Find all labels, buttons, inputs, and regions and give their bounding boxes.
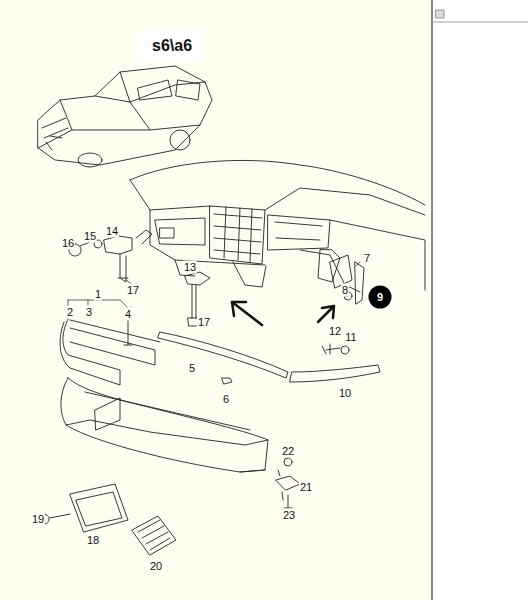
callout-number: 1: [94, 288, 102, 301]
trim-strips: [290, 365, 380, 382]
pointer-arrow: [232, 302, 334, 325]
small-parts: [76, 492, 122, 526]
diagram-title: s6\a6: [140, 30, 204, 62]
bracket-assembly: [136, 230, 152, 244]
car-view: [42, 118, 68, 138]
callout-number: 10: [338, 387, 352, 400]
callout-number: 18: [86, 534, 100, 547]
callout-number: 19: [31, 513, 45, 526]
vehicle-front: [130, 160, 425, 205]
callout-number: 9: [377, 292, 383, 303]
vehicle-front: [300, 250, 360, 292]
vehicle-front: [130, 160, 425, 292]
car-view: [170, 130, 190, 150]
bumper-cover: [95, 398, 120, 430]
callout-number: 17: [197, 316, 211, 329]
callout-number: 11: [344, 331, 357, 344]
callout-number: 15: [83, 230, 97, 243]
small-parts: [284, 458, 292, 466]
callout-number: 20: [149, 560, 163, 573]
callout-circle: 9: [368, 285, 392, 309]
callout-number: 22: [281, 445, 295, 458]
vehicle-front: [265, 188, 425, 215]
small-parts: [132, 516, 176, 555]
bumper-beam: [60, 315, 120, 385]
callout-number: 3: [85, 306, 93, 319]
vehicle-front: [268, 215, 330, 250]
bracket-assembly: [322, 344, 340, 354]
small-parts: [276, 476, 300, 490]
callout-number: 5: [188, 362, 196, 375]
bracket-assembly: [104, 236, 132, 254]
small-parts: [138, 520, 170, 550]
pointer-arrow: [322, 306, 334, 318]
callout-number: 4: [124, 308, 132, 321]
sheet-border: [431, 0, 433, 600]
sheet-ground: [0, 0, 432, 600]
bracket-assembly: [341, 346, 349, 354]
callout-number: 13: [183, 261, 197, 274]
callout-number: 2: [66, 306, 74, 319]
pointer-arrow: [232, 302, 246, 316]
callout-number: 12: [328, 325, 342, 338]
bracket-assembly: [185, 272, 210, 285]
trim-strips: [222, 378, 232, 384]
callout-number: 8: [341, 284, 349, 297]
window-marker: [436, 10, 444, 18]
callout-number: 17: [126, 284, 140, 297]
pointer-arrow: [232, 302, 262, 325]
vehicle-front: [214, 214, 262, 254]
vehicle-front: [155, 218, 205, 245]
bracket-assembly: [118, 278, 128, 279]
callout-number: 6: [222, 393, 230, 406]
car-view: [46, 136, 62, 150]
callout-number: 23: [282, 509, 296, 522]
vehicle-front: [275, 222, 322, 240]
vehicle-front: [130, 180, 265, 265]
bumper-beam: [124, 320, 132, 345]
car-view: [38, 66, 212, 165]
vehicle-front: [224, 207, 252, 262]
car-view: [176, 80, 200, 100]
callout-number: 21: [299, 481, 313, 494]
leader-lines: [68, 300, 128, 308]
car-view: [38, 130, 72, 148]
pointer-arrow: [318, 306, 334, 322]
callout-number: 14: [105, 225, 119, 238]
circle-fill: [369, 286, 392, 309]
vehicle-front: [330, 220, 425, 290]
bumper-cover: [85, 392, 250, 430]
car-view: [78, 153, 102, 167]
car-view: [120, 72, 130, 102]
bumper-cover: [61, 378, 268, 472]
callout-number: 16: [61, 237, 75, 250]
bumper-beam: [70, 320, 160, 342]
bumper-cover: [61, 378, 268, 472]
bracket-assembly: [192, 285, 196, 318]
small-parts: [278, 470, 283, 500]
bracket-assembly: [355, 262, 364, 304]
vehicle-front: [318, 250, 340, 282]
bumper-beam: [70, 328, 155, 365]
small-parts: [284, 495, 292, 508]
bumper-cover: [66, 420, 268, 445]
sheet-border: [432, 22, 528, 23]
callout-number: 7: [363, 252, 371, 265]
car-view: [38, 66, 212, 167]
small-parts: [70, 484, 128, 532]
car-view: [138, 80, 172, 100]
car-view: [60, 100, 150, 130]
small-parts: [39, 458, 300, 555]
vehicle-front: [233, 262, 266, 287]
bumper-beam: [60, 315, 160, 385]
trim-strips: [158, 332, 288, 378]
bumper-cover: [240, 470, 265, 472]
vehicle-front: [210, 206, 265, 264]
car-view: [130, 102, 200, 130]
leader-lines: [68, 262, 360, 318]
vehicle-front: [150, 206, 210, 210]
vehicle-front: [160, 228, 174, 238]
bracket-assembly: [69, 230, 364, 354]
